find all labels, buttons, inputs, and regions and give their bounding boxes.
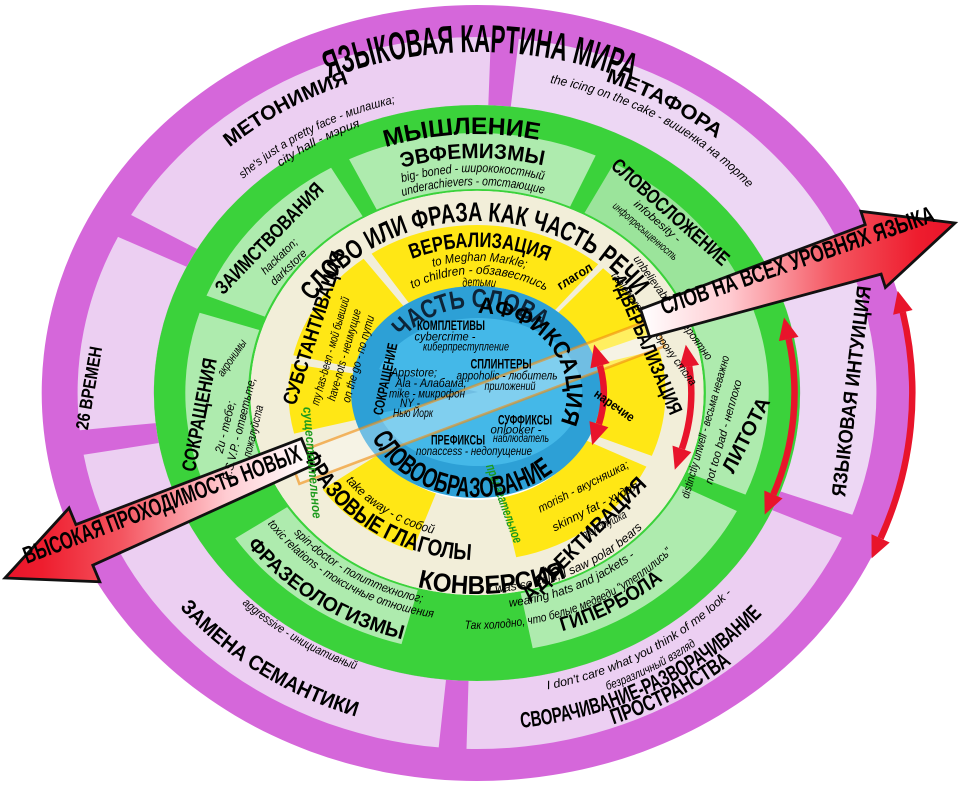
svg-text:NY -: NY - — [400, 398, 420, 410]
svg-text:приложений: приложений — [485, 381, 536, 393]
svg-text:Нью Йорк: Нью Йорк — [393, 407, 433, 420]
svg-text:киберпреступление: киберпреступление — [423, 342, 509, 354]
svg-text:детьми: детьми — [462, 275, 497, 290]
svg-text:КОМПЛЕТИВЫ: КОМПЛЕТИВЫ — [417, 318, 485, 333]
svg-text:Appstore;: Appstore; — [390, 368, 437, 380]
svg-text:ПРЕФИКСЫ: ПРЕФИКСЫ — [431, 433, 485, 448]
svg-text:appoholic - любитель: appoholic - любитель — [457, 371, 558, 383]
svg-text:onlooker -: onlooker - — [491, 425, 542, 437]
svg-text:СПЛИНТЕРЫ: СПЛИНТЕРЫ — [471, 357, 532, 372]
svg-text:mike - микрофон: mike - микрофон — [389, 389, 466, 401]
svg-text:Ala - Алабама;: Ala - Алабама; — [395, 378, 467, 390]
svg-text:nonaccess - недопущение: nonaccess - недопущение — [416, 446, 532, 458]
svg-text:СУФФИКСЫ: СУФФИКСЫ — [498, 413, 552, 428]
svg-text:наблюдатель: наблюдатель — [493, 433, 549, 445]
svg-text:cybercrime -: cybercrime - — [415, 332, 476, 344]
